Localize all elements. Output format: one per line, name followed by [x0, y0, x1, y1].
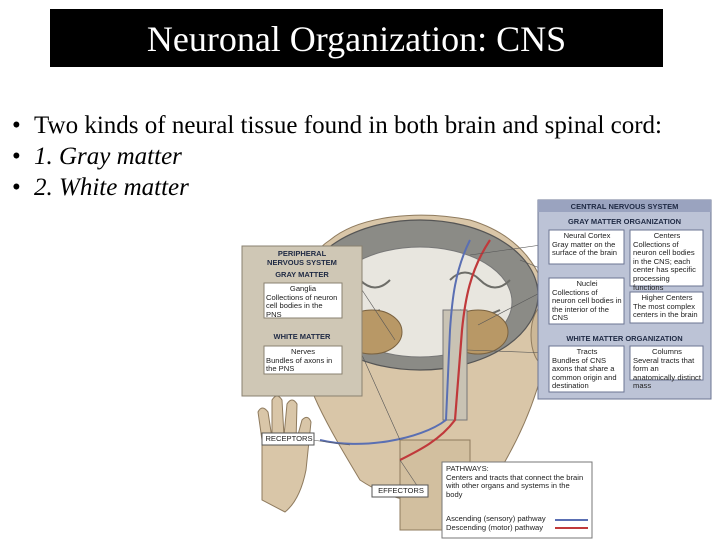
nerves-title: Nerves — [290, 347, 316, 356]
pathways-text: Centers and tracts that connect the brai… — [446, 472, 584, 499]
right-nucleus — [447, 309, 509, 355]
descending-pathway-line — [399, 239, 491, 461]
neural-cortex-title: Neural Cortex — [563, 231, 611, 240]
leader-line — [311, 439, 351, 446]
ganglia-label: Ganglia Collections of neuron cell bodie… — [266, 284, 340, 319]
leader-line — [361, 354, 401, 441]
columns-label: Columns Several tracts that form an anat… — [633, 347, 701, 391]
higher-centers-text: The most complex centers in the brain — [633, 301, 698, 320]
bullet-text: 2. White matter — [34, 174, 189, 201]
effectors-label: EFFECTORS — [378, 486, 424, 495]
nuclei-text: Collections of neuron cell bodies in the… — [552, 287, 622, 323]
bullet-item: • Two kinds of neural tissue found in bo… — [12, 110, 702, 141]
receptors-label: RECEPTORS — [265, 434, 313, 443]
gray-matter-org-header: GRAY MATTER ORGANIZATION — [567, 217, 682, 226]
bullet-text: Two kinds of neural tissue found in both… — [34, 112, 663, 139]
centers-title: Centers — [653, 231, 681, 240]
pathways-label: PATHWAYS: Centers and tracts that connec… — [446, 464, 586, 499]
bullet-item: • 2. White matter — [12, 172, 702, 203]
neural-cortex-label: Neural Cortex Gray matter on the surface… — [552, 231, 622, 258]
bullet-list: • Two kinds of neural tissue found in bo… — [12, 110, 702, 203]
descending-legend-label: Descending (motor) pathway — [446, 523, 544, 532]
ganglia-title: Ganglia — [289, 284, 317, 293]
cns-header: CENTRAL NERVOUS SYSTEM — [570, 202, 679, 211]
leader-line — [469, 242, 556, 256]
tracts-text: Bundles of CNS axons that share a common… — [552, 355, 617, 391]
centers-text: Collections of neuron cell bodies in the… — [633, 239, 696, 292]
white-matter-org-header: WHITE MATTER ORGANIZATION — [566, 334, 683, 343]
nerves-text: Bundles of axons in the PNS — [266, 355, 333, 374]
higher-centers-title: Higher Centers — [641, 293, 693, 302]
pns-gray-matter-label: GRAY MATTER — [275, 270, 329, 279]
higher-centers-label: Higher Centers The most complex centers … — [633, 293, 701, 320]
hand — [257, 395, 312, 513]
pns-header: PERIPHERAL NERVOUS SYSTEM — [267, 249, 337, 267]
slide-title: Neuronal Organization: CNS — [50, 9, 663, 67]
neural-cortex-text: Gray matter on the surface of the brain — [552, 239, 618, 258]
pathways-title: PATHWAYS: — [446, 464, 489, 473]
leader-line — [477, 284, 556, 326]
bullet-text: 1. Gray matter — [34, 143, 182, 170]
columns-text: Several tracts that form an anatomically… — [633, 355, 701, 391]
leader-line — [361, 289, 396, 341]
bullet-marker: • — [12, 112, 21, 139]
nuclei-label: Nuclei Collections of neuron cell bodies… — [552, 279, 622, 323]
tracts-label: Tracts Bundles of CNS axons that share a… — [552, 347, 622, 391]
nerves-label: Nerves Bundles of axons in the PNS — [266, 347, 340, 374]
nuclei-title: Nuclei — [576, 279, 598, 288]
bullet-item: • 1. Gray matter — [12, 141, 702, 172]
bullet-marker: • — [12, 143, 21, 170]
ascending-legend-label: Ascending (sensory) pathway — [446, 514, 546, 523]
pns-white-matter-label: WHITE MATTER — [273, 332, 331, 341]
columns-title: Columns — [652, 347, 682, 356]
centers-label: Centers Collections of neuron cell bodie… — [633, 231, 701, 292]
bullet-marker: • — [12, 174, 21, 201]
leader-line — [466, 349, 549, 354]
tracts-title: Tracts — [576, 347, 598, 356]
ganglia-text: Collections of neuron cell bodies in the… — [266, 292, 338, 319]
brainstem — [442, 309, 468, 421]
